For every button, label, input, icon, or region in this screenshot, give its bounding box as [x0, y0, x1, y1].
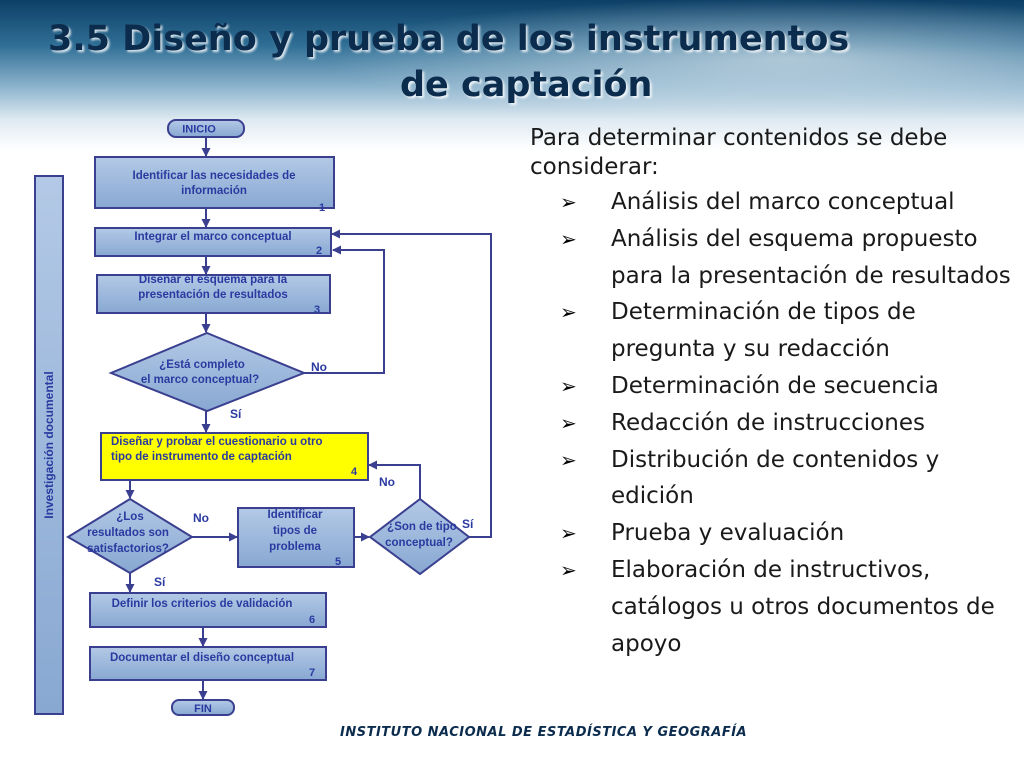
step-1-line-1: Identificar las necesidades de: [133, 170, 296, 182]
title-line-1: 3.5 Diseño y prueba de los instrumentos: [48, 19, 850, 59]
step-3-box: Diseñar el esquema para la presentación …: [96, 274, 331, 316]
bullet-item: ➢ Análisis del marco conceptual: [530, 184, 1015, 221]
decision-2-diamond: ¿Los resultados son satisfactorios?: [66, 497, 194, 575]
step-7-box: Documentar el diseño conceptual 7: [89, 646, 327, 681]
step-2-number: 2: [316, 245, 322, 257]
bullet-item: ➢ Distribución de contenidos y edición: [530, 442, 1015, 516]
decision-3-line-2: conceptual?: [385, 537, 453, 549]
arrow-bullet-icon: ➢: [560, 226, 577, 251]
bullet-text: Análisis del marco conceptual: [611, 189, 955, 215]
bullet-text: Redacción de instrucciones: [611, 409, 925, 436]
decision-2-line-3: satisfactorios?: [87, 543, 169, 555]
side-bar-investigacion: Investigación documental: [34, 175, 64, 715]
arrow-bullet-icon: ➢: [560, 300, 577, 325]
flowchart-connectors: [125, 137, 492, 700]
bullet-item: ➢ Elaboración de instructivos, catálogos …: [530, 552, 1015, 662]
step-1-number: 1: [319, 202, 325, 214]
bullet-item: ➢ Determinación de tipos de pregunta y su…: [530, 294, 1015, 368]
arrow-bullet-icon: ➢: [560, 557, 577, 582]
bullet-item: ➢ Redacción de instrucciones: [530, 405, 1015, 442]
step-1-box: Identificar las necesidades de informaci…: [94, 156, 335, 214]
start-label: INICIO: [182, 124, 216, 136]
step-3-number: 3: [314, 304, 320, 316]
bullet-item: ➢ Determinación de secuencia: [530, 368, 1015, 405]
content-panel: Para determinar contenidos se debe consi…: [530, 124, 1015, 662]
step-5-line-1: Identificar: [268, 509, 323, 521]
step-5-number: 5: [335, 556, 341, 568]
step-1-line-2: información: [181, 185, 247, 197]
bullet-text: Análisis del esquema propuesto para la p…: [611, 225, 1011, 289]
start-node: INICIO: [167, 119, 245, 138]
step-2-line-1: Integrar el marco conceptual: [134, 231, 291, 243]
end-node: FIN: [171, 699, 235, 716]
decision-1-line-2: el marco conceptual?: [141, 374, 259, 386]
decision-2-line-2: resultados son: [87, 527, 169, 539]
arrow-bullet-icon: ➢: [560, 447, 577, 472]
decision-2-yes-label: Sí: [154, 575, 166, 589]
intro-text: Para determinar contenidos se debe consi…: [530, 125, 948, 180]
bullet-text: Prueba y evaluación: [611, 520, 845, 547]
step-5-box: Identificar tipos de problema 5: [237, 507, 355, 568]
bullet-list: ➢ Análisis del marco conceptual ➢ Análisis…: [530, 184, 1015, 662]
step-4-line-1: Diseñar y probar el cuestionario u otro: [111, 436, 323, 448]
end-label: FIN: [194, 703, 212, 715]
step-3-line-2: presentación de resultados: [138, 289, 288, 301]
bullet-text: Elaboración de instructivos, catálogos u…: [611, 556, 995, 657]
step-5-line-3: problema: [269, 541, 321, 553]
side-bar-label: Investigación documental: [42, 371, 56, 518]
step-4-box: Diseñar y probar el cuestionario u otro …: [100, 432, 369, 481]
decision-1-yes-label: Sí: [230, 407, 242, 421]
step-6-number: 6: [309, 614, 315, 626]
decision-1-no-label: No: [311, 360, 327, 374]
step-5-line-2: tipos de: [273, 525, 317, 537]
step-7-number: 7: [309, 667, 315, 679]
decision-2-no-label: No: [193, 511, 209, 525]
arrow-bullet-icon: ➢: [560, 373, 577, 398]
flowchart: Investigación documental INICIO Identifi…: [34, 119, 492, 716]
step-6-line-1: Definir los criterios de validación: [112, 598, 293, 610]
header-shine: [240, 0, 1024, 130]
step-3-line-1: Diseñar el esquema para la: [139, 274, 288, 286]
decision-3-line-1: ¿Son de tipo: [387, 521, 457, 533]
decision-2-line-1: ¿Los: [116, 511, 143, 523]
bullet-text: Determinación de secuencia: [611, 372, 939, 399]
arrow-bullet-icon: ➢: [560, 410, 577, 435]
connector-decision1-no: [304, 245, 385, 374]
decision-1-line-1: ¿Está completo: [159, 359, 245, 371]
bullet-item: ➢ Análisis del esquema propuesto para la …: [530, 221, 1015, 295]
connector-decision3-yes: [331, 229, 492, 538]
bullet-text: Distribución de contenidos y edición: [611, 446, 940, 510]
bullet-item: ➢ Prueba y evaluación: [530, 515, 1015, 552]
step-7-line-1: Documentar el diseño conceptual: [110, 652, 294, 664]
step-4-number: 4: [351, 466, 358, 478]
bullet-text: Determinación de tipos de pregunta y su …: [611, 299, 916, 363]
decision-3-no-label: No: [379, 475, 395, 489]
step-6-box: Definir los criterios de validación 6: [89, 592, 327, 628]
decision-1-diamond: ¿Está completo el marco conceptual?: [108, 331, 307, 413]
slide-title: 3.5 Diseño y prueba de los instrumentos …: [30, 16, 990, 108]
step-2-box: Integrar el marco conceptual 2: [94, 227, 332, 257]
connector-decision3-no: [368, 460, 421, 499]
footer-institution: INSTITUTO NACIONAL DE ESTADÍSTICA Y GEOG…: [340, 725, 748, 740]
title-line-2: de captación: [400, 65, 653, 105]
decision-3-yes-label: Sí: [462, 517, 474, 531]
decision-3-diamond: ¿Son de tipo conceptual?: [368, 497, 471, 576]
arrow-bullet-icon: ➢: [560, 190, 577, 214]
arrow-bullet-icon: ➢: [560, 521, 577, 546]
step-4-line-2: tipo de instrumento de captación: [111, 451, 292, 463]
